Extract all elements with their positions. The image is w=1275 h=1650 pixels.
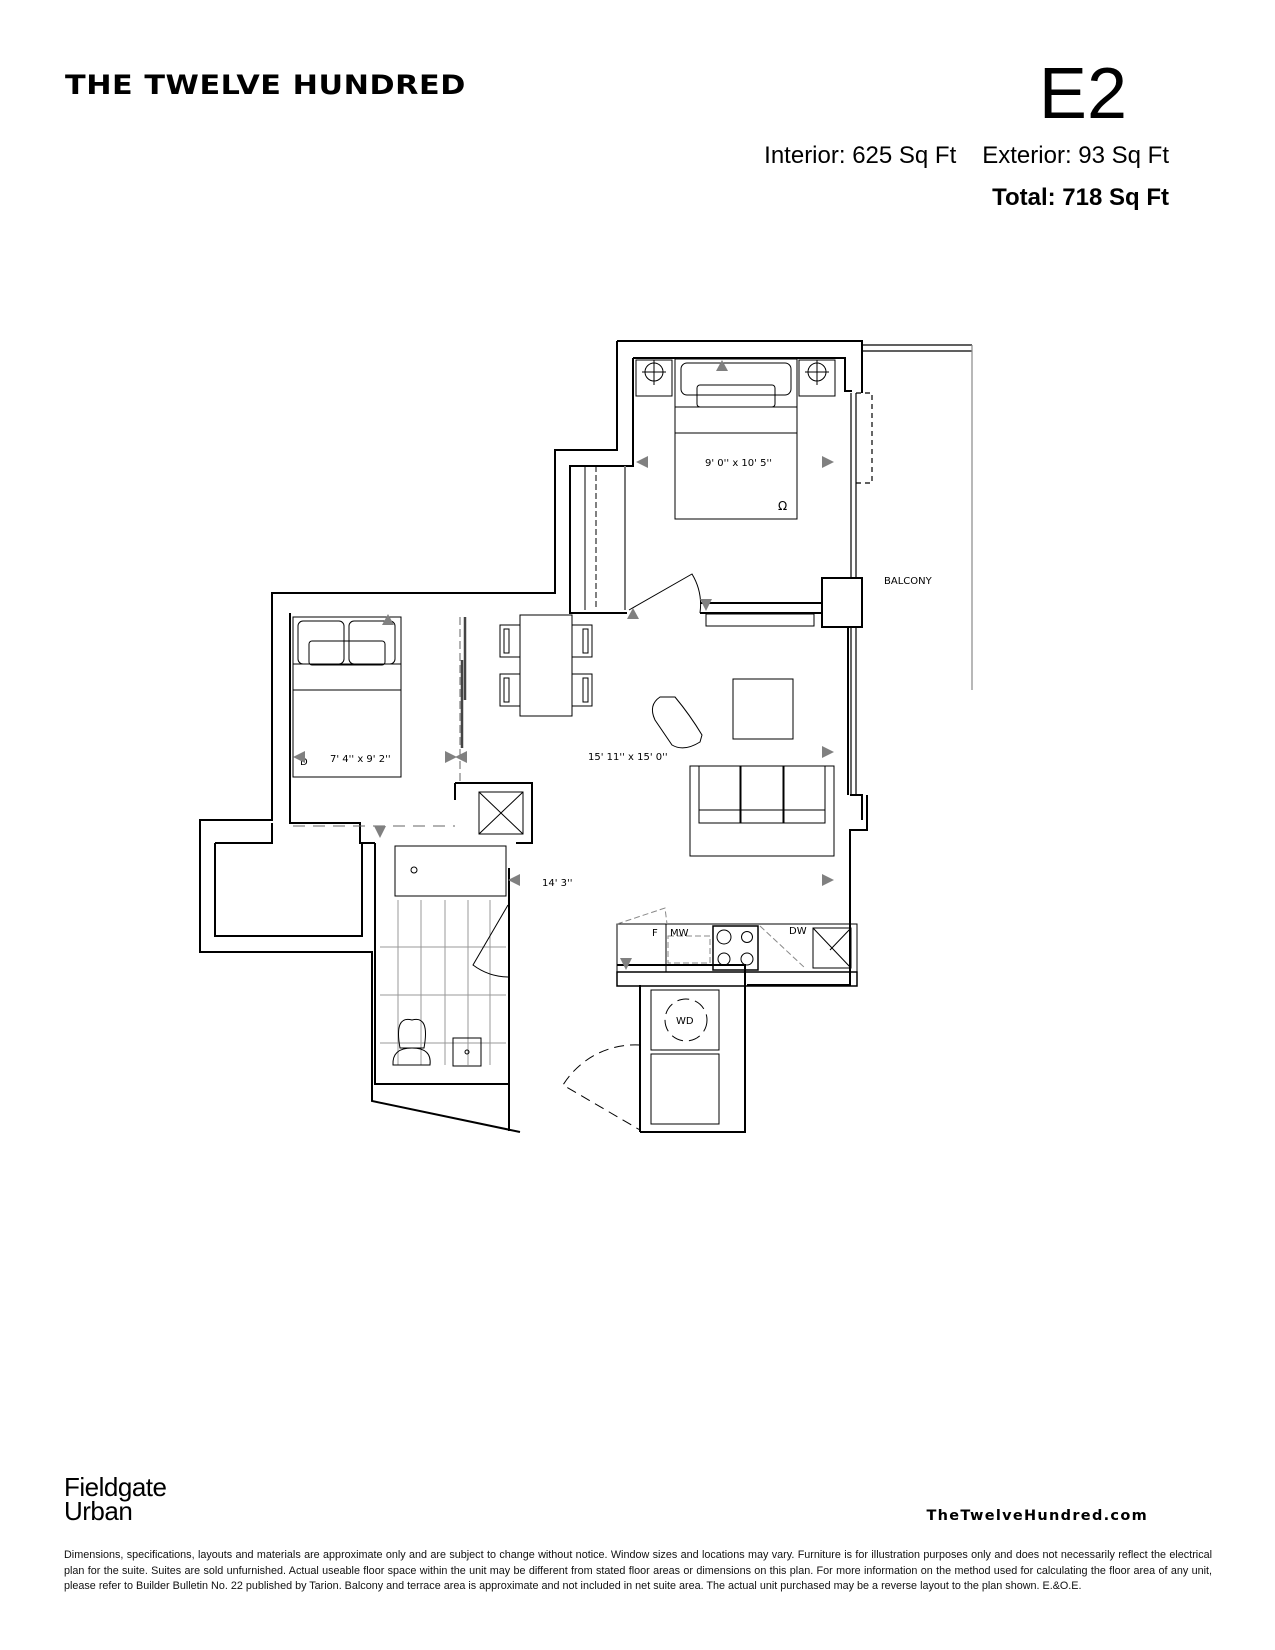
coffee-table: [732, 678, 794, 740]
column: [821, 577, 863, 628]
fridge-label: F: [652, 928, 658, 939]
shower-duct: [478, 791, 524, 835]
balcony-label: BALCONY: [884, 576, 933, 587]
kitchen-sink: [812, 927, 852, 969]
microwave-label: MW: [670, 928, 689, 939]
toilet: [392, 1018, 431, 1066]
lounge-chair: [651, 696, 703, 749]
kitchen-dimension: 14' 3'': [542, 878, 573, 889]
terrace-outer-inner: [214, 843, 363, 937]
exterior-wall-inner: [633, 357, 852, 392]
terrace-inner: [215, 823, 273, 844]
entry-door-swing: [562, 1044, 641, 1131]
bathtub: [394, 845, 507, 897]
interior-area: Interior: 625 Sq Ft: [764, 142, 957, 169]
bedroom1-left-wall-outer: [199, 341, 618, 1133]
dimension-markers: [293, 360, 834, 970]
second-bedroom-dimension: 7' 4'' x 9' 2'': [330, 754, 391, 765]
sofa: [689, 765, 835, 857]
developer-logo-line1: Fieldgate: [64, 1472, 167, 1502]
bath-closet: [455, 782, 533, 844]
website-link[interactable]: TheTwelveHundred.com: [926, 1508, 1148, 1524]
washer-dryer: [650, 989, 720, 1051]
second-bed: [292, 616, 402, 778]
dining-table: [519, 614, 573, 717]
area-summary: Interior: 625 Sq Ft Exterior: 93 Sq Ft: [764, 142, 1169, 170]
master-door-swing: [628, 573, 702, 614]
bathroom-wall: [374, 843, 510, 1085]
master-bed: [674, 358, 798, 520]
cooktop: [712, 925, 759, 971]
washer-dryer-label: WD: [676, 1016, 694, 1027]
bathroom-door-swing: [472, 904, 509, 978]
developer-logo: Fieldgate Urban: [64, 1472, 167, 1526]
unit-code: E2: [1038, 54, 1127, 134]
dishwasher-label: DW: [789, 926, 807, 937]
kitchen-bottom-wall: [617, 964, 746, 1133]
total-area: Total: 718 Sq Ft: [992, 184, 1169, 211]
tv-console: [705, 613, 815, 627]
exterior-area: Exterior: 93 Sq Ft: [982, 142, 1169, 169]
bathroom-sink: [452, 1037, 482, 1067]
living-dining-dimension: 15' 11'' x 15' 0'': [588, 752, 668, 763]
exterior-wall-outer: [617, 340, 863, 393]
right-wall-lower: [747, 795, 868, 986]
bedroom2-wall-inner: [289, 613, 375, 844]
disclaimer-text: Dimensions, specifications, layouts and …: [64, 1549, 1212, 1593]
developer-logo-line2: Urban: [64, 1496, 133, 1526]
project-title: THE TWELVE HUNDRED: [65, 70, 466, 101]
hook-icon: Ω: [778, 499, 787, 513]
master-bedroom-dimension: 9' 0'' x 10' 5'': [705, 458, 772, 469]
bedroom1-left-wall-inner: [569, 358, 634, 614]
